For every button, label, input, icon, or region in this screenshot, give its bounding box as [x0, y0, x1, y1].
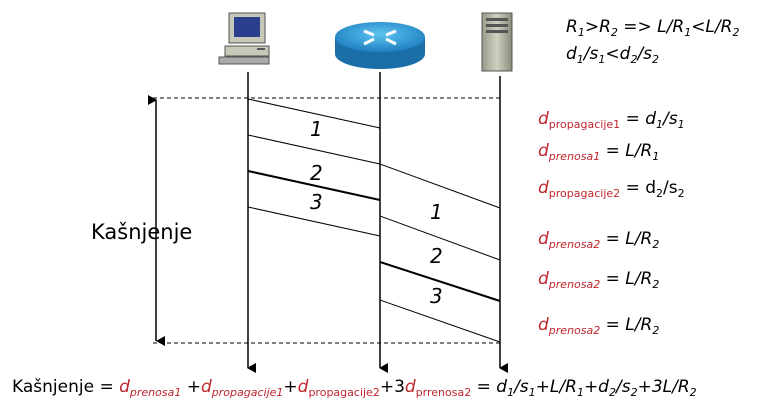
total-delay-formula: Kašnjenje = dprenosa1 +dpropagacije1+dpr… — [12, 377, 697, 399]
link2-packet-lines — [379, 163, 501, 343]
formula-transmission-2c: dprenosa2 = L/R2 — [538, 315, 659, 337]
delay-label: Kašnjenje — [91, 220, 192, 244]
formula-propagation-2: dpropagacije2 = d2/s2 — [538, 178, 685, 200]
link1-packet-2: 2 — [310, 161, 323, 185]
link2-packet-1: 1 — [430, 200, 443, 224]
server-icon — [481, 12, 513, 72]
link2-packet-2: 2 — [430, 244, 443, 268]
formula-transmission-2a: dprenosa2 = L/R2 — [538, 229, 659, 251]
link2-packet-3: 3 — [430, 284, 443, 308]
formula-transmission-2b: dprenosa2 = L/R2 — [538, 269, 659, 291]
computer-icon — [218, 12, 270, 65]
speed-comparison-formula: d1/s1<d2/s2 — [566, 44, 659, 66]
formula-transmission-1: dprenosa1 = L/R1 — [538, 141, 659, 163]
link1-packet-lines — [247, 98, 381, 237]
rate-comparison-formula: R1>R2 => L/R1<L/R2 — [566, 17, 739, 39]
link1-packet-1: 1 — [310, 117, 323, 141]
formula-propagation-1: dpropagacije1 = d1/s1 — [538, 109, 685, 131]
router-icon — [335, 22, 425, 69]
link1-packet-3: 3 — [310, 190, 323, 214]
